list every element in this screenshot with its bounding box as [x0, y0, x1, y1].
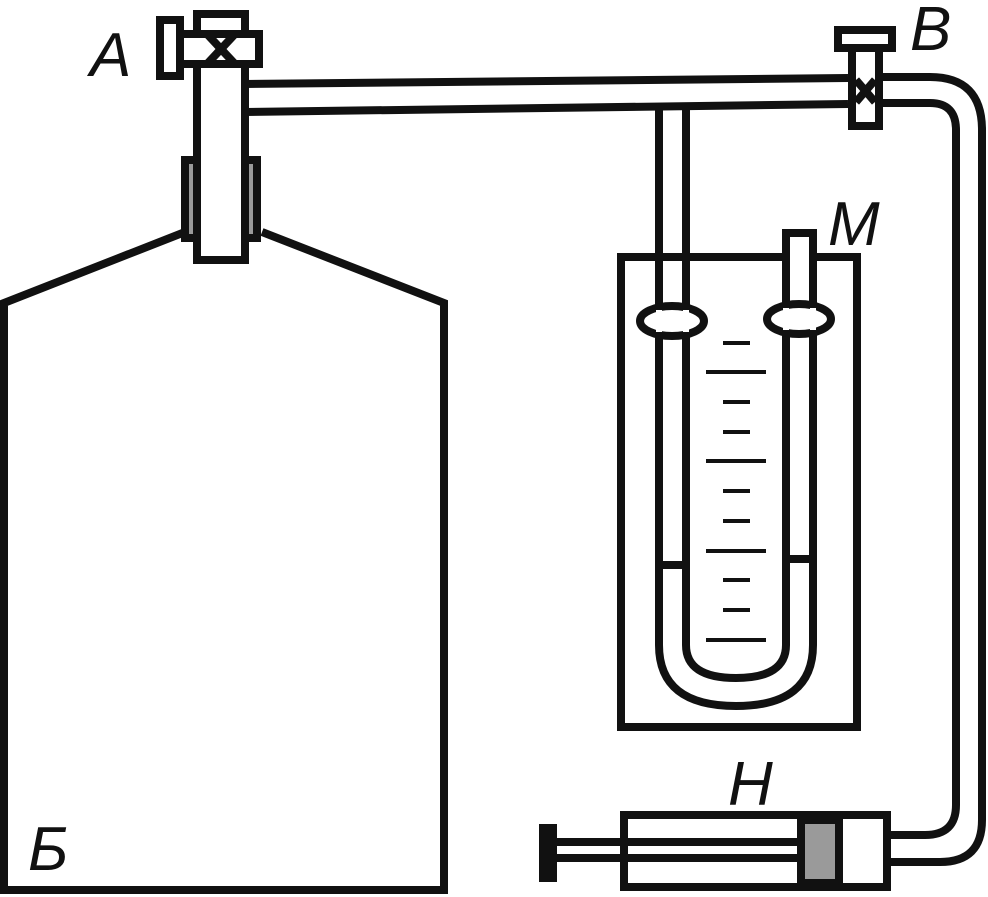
manometer-scale: [706, 341, 766, 642]
label-syringe: H: [728, 750, 773, 819]
seal-right: [763, 300, 835, 338]
valve-cross-icon: [204, 31, 238, 67]
label-valve-a: A: [86, 21, 131, 90]
u-tube-bottom-inner: [682, 644, 790, 683]
label-manometer: M: [828, 190, 880, 259]
syringe-plunger-head: [797, 816, 843, 887]
tube-top-wall: [244, 74, 849, 88]
label-vessel: Б: [28, 815, 68, 884]
side-tube-outer: [879, 73, 986, 866]
u-tube-right-top: [782, 229, 817, 645]
valve-cross-icon: [852, 77, 879, 105]
label-valve-b: B: [910, 0, 951, 64]
vessel-body: [0, 228, 448, 894]
u-tube-bottom-outer: [655, 644, 817, 711]
syringe-barrel: [620, 811, 891, 891]
seal-left: [636, 302, 708, 340]
tube-bottom-wall: [244, 100, 849, 116]
syringe-thumb-rest: [539, 824, 557, 882]
side-tube-inner: [879, 99, 960, 839]
